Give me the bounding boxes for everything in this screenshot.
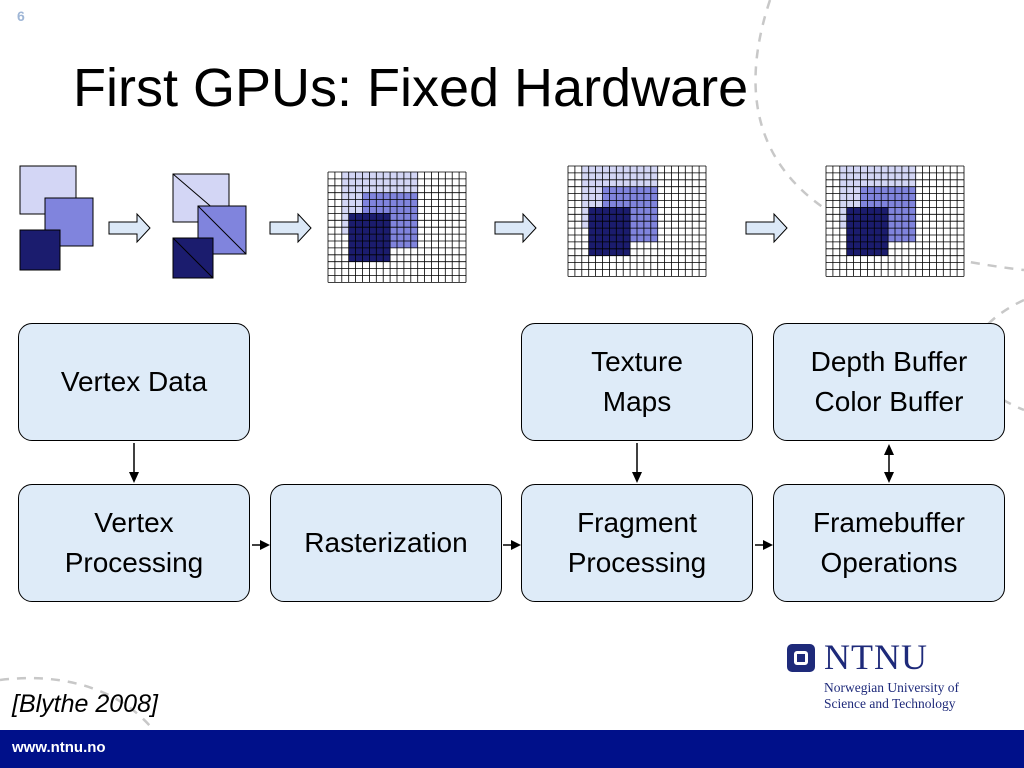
- texture-maps-label-line1: Texture: [591, 346, 683, 377]
- vertex-data-box: Vertex Data: [18, 323, 250, 441]
- color-buffer-label: Color Buffer: [814, 386, 964, 417]
- ntnu-logo-icon: [787, 644, 815, 672]
- page-title: First GPUs: Fixed Hardware: [73, 58, 749, 118]
- vertex-processing-label-line1: Vertex: [94, 507, 174, 538]
- citation: [Blythe 2008]: [12, 690, 158, 718]
- rasterization-box: Rasterization: [270, 484, 502, 602]
- logo-name: NTNU: [824, 637, 928, 677]
- logo-subtitle-line1: Norwegian University of: [824, 680, 959, 695]
- stage-framebuffer-grid: [825, 165, 965, 277]
- stage-textured-grid: [567, 165, 707, 277]
- footer-url-link[interactable]: www.ntnu.no: [12, 739, 106, 756]
- fragment-processing-box: Fragment Processing: [521, 484, 753, 602]
- logo-subtitle-line2: Science and Technology: [824, 696, 956, 711]
- fragment-processing-label-line2: Processing: [567, 547, 707, 578]
- fragment-processing-label-line1: Fragment: [577, 507, 697, 538]
- texture-maps-label-line2: Maps: [602, 386, 672, 417]
- footer-bar: [0, 730, 1024, 768]
- vertex-data-label: Vertex Data: [60, 366, 208, 397]
- slide-number: 6: [17, 8, 25, 24]
- stage-primitives: [172, 173, 247, 279]
- framebuffer-operations-label-line2: Operations: [820, 547, 958, 578]
- depth-buffer-label: Depth Buffer: [810, 346, 968, 377]
- stage-arrows: [108, 212, 788, 244]
- buffers-box: Depth Buffer Color Buffer: [773, 323, 1005, 441]
- framebuffer-operations-label-line1: Framebuffer: [813, 507, 965, 538]
- vertex-processing-box: Vertex Processing: [18, 484, 250, 602]
- framebuffer-operations-box: Framebuffer Operations: [773, 484, 1005, 602]
- stage-fragments-grid: [327, 171, 467, 283]
- vertex-processing-label-line2: Processing: [64, 547, 204, 578]
- rasterization-label: Rasterization: [304, 527, 468, 558]
- logo-subtitle: Norwegian University of Science and Tech…: [824, 680, 959, 712]
- pipeline-connectors: [129, 443, 894, 550]
- stage-vertices: [19, 165, 94, 271]
- texture-maps-box: Texture Maps: [521, 323, 753, 441]
